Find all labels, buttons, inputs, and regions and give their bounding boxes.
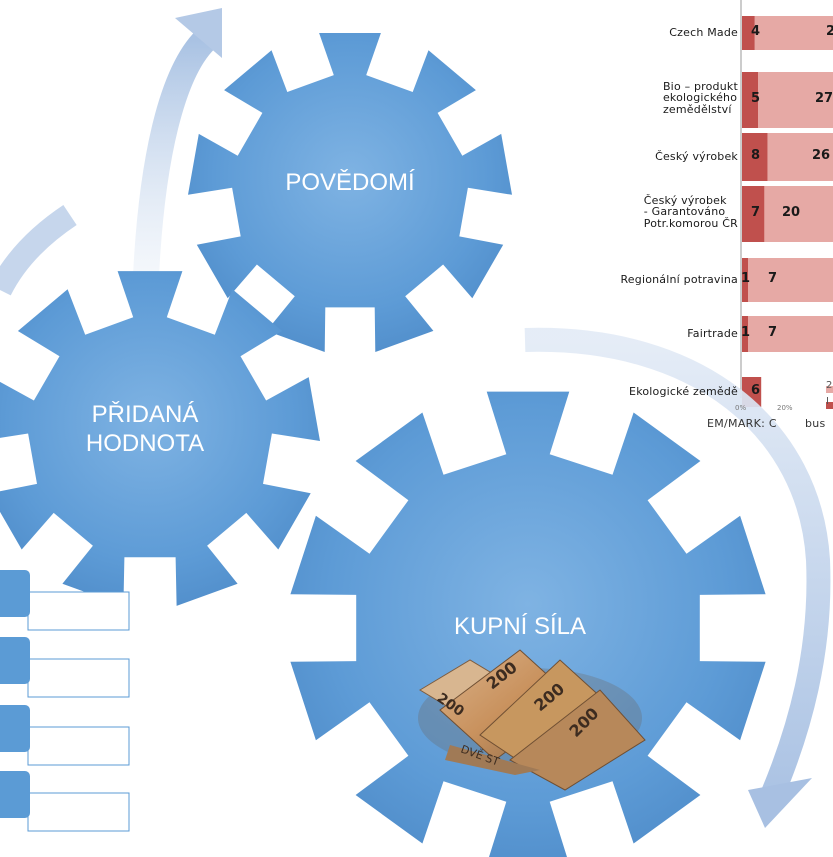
list-box-tile-3 <box>0 771 30 818</box>
category-label-line: ekologického <box>662 91 738 105</box>
gear-label-added-value-line1: PŘIDANÁ <box>91 401 199 428</box>
value-label-dark-4: 1 <box>741 271 751 286</box>
category-label-6: Ekologické zemědě <box>629 384 738 398</box>
gear-added-value <box>0 271 320 606</box>
value-label-light-3: 20 <box>782 205 801 220</box>
category-label-2: Český výrobek <box>655 149 738 163</box>
value-label-light-4: 7 <box>768 271 778 286</box>
chart-legend <box>826 386 833 409</box>
gear-purchasing-power <box>290 391 766 857</box>
bar-light-3 <box>764 186 833 242</box>
bar-dark-2 <box>742 133 768 181</box>
value-label-dark-6: 6 <box>751 383 761 398</box>
x-tick-0: 0% <box>735 404 747 412</box>
value-label-light-2: 26 <box>812 148 831 163</box>
value-label-dark-5: 1 <box>741 325 751 340</box>
bar-dark-0 <box>742 16 755 50</box>
bar-light-5 <box>748 316 833 352</box>
category-label-line: Ekologické zemědě <box>629 384 738 398</box>
value-label-dark-0: 4 <box>751 24 761 39</box>
value-label-light-5: 7 <box>768 325 778 340</box>
gear-label-added-value-line2: HODNOTA <box>85 430 205 458</box>
list-box-tile-2 <box>0 705 30 752</box>
arrow-head-top <box>175 8 222 58</box>
category-label-line: Fairtrade <box>687 326 738 340</box>
gear-label-awareness: POVĚDOMÍ <box>285 169 415 196</box>
chart-source-note: EM/MARK: C <box>707 417 777 430</box>
category-label-line: zemědělství <box>662 102 732 116</box>
value-label-light-1: 27 <box>815 91 833 106</box>
bar-dark-1 <box>742 72 758 128</box>
category-label-line: Czech Made <box>669 25 738 39</box>
banknotes-picture: 200 200 200 200 DVĚ ST <box>418 649 646 791</box>
bar-dark-4 <box>742 258 748 302</box>
category-label-line: Bio – produkt <box>662 79 738 93</box>
bar-light-1 <box>758 72 833 128</box>
legend-label-dark: I <box>826 396 829 407</box>
category-label-5: Fairtrade <box>687 326 738 340</box>
list-box-tile-0 <box>0 570 30 617</box>
arrow-curve-left <box>0 205 77 296</box>
value-label-light-0: 2 <box>826 24 833 39</box>
bar-light-0 <box>754 16 833 50</box>
value-label-dark-3: 7 <box>751 205 761 220</box>
arrow-head-right <box>748 778 812 828</box>
bar-light-4 <box>748 258 833 302</box>
gear-awareness <box>188 33 512 352</box>
value-label-dark-1: 5 <box>751 91 761 106</box>
legend-swatch-dark <box>826 402 833 409</box>
arrow-curve-top <box>132 30 215 301</box>
list-box-outline-0 <box>27 591 130 631</box>
list-box-outline-1 <box>27 658 130 698</box>
bar-light-2 <box>767 133 833 181</box>
bar-chart <box>740 0 833 409</box>
legend-label-light: 2 <box>826 380 833 391</box>
arrow-curve-right <box>524 327 831 805</box>
category-label-line: Potr.komorou ČR <box>643 216 738 230</box>
legend-swatch-light <box>826 386 833 393</box>
bar-dark-5 <box>742 316 748 352</box>
gear-label-purchasing-power: KUPNÍ SÍLA <box>453 613 587 640</box>
x-tick-20: 20% <box>777 404 793 412</box>
gear-label-added-value: PŘIDANÁ HODNOTA <box>60 400 230 459</box>
list-box-tile-1 <box>0 637 30 684</box>
list-box-outline-2 <box>27 726 130 766</box>
category-label-0: Czech Made <box>669 25 738 39</box>
bar-dark-3 <box>742 186 765 242</box>
category-label-line: - Garantováno <box>643 205 726 219</box>
category-label-4: Regionální potravina <box>620 272 738 286</box>
category-label-line: Český výrobek <box>655 149 738 163</box>
chart-source-note-tail: bus <box>805 417 826 430</box>
category-label-line: Český výrobek <box>643 193 727 207</box>
value-label-dark-2: 8 <box>751 148 761 163</box>
list-box-outline-3 <box>27 792 130 832</box>
category-label-line: Regionální potravina <box>620 272 738 286</box>
